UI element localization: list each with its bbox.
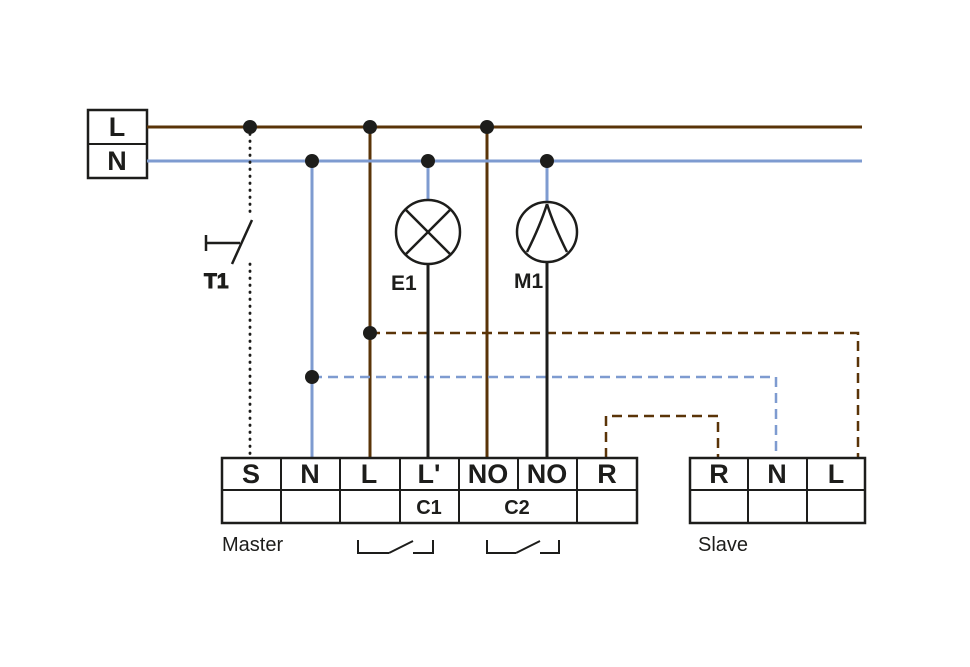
supply-n-label: N bbox=[107, 146, 127, 176]
fan-blade-right bbox=[545, 203, 569, 253]
slave-label: Slave bbox=[698, 534, 748, 556]
contact-blade bbox=[515, 540, 541, 554]
slave-terminal-L-label: L bbox=[828, 459, 845, 489]
slave-terminal-N-label: N bbox=[767, 459, 787, 489]
contact-lead-left bbox=[486, 540, 516, 554]
channel-c1-label: C1 bbox=[416, 497, 442, 519]
slave-terminal-block: R N L Slave bbox=[688, 456, 867, 556]
junction-dots bbox=[243, 120, 554, 384]
master-label: Master bbox=[222, 534, 283, 556]
junction-dot bbox=[305, 370, 319, 384]
terminal-L1-label: L' bbox=[418, 459, 441, 489]
blue-wires bbox=[147, 159, 862, 458]
switch-blade bbox=[230, 219, 254, 265]
terminal-NO1-label: NO bbox=[468, 459, 509, 489]
terminal-S-label: S bbox=[242, 459, 260, 489]
fan-blade-left bbox=[525, 203, 549, 253]
dashed-link-to-slave-L bbox=[370, 331, 860, 458]
relay-contact-c2 bbox=[486, 540, 560, 554]
lamp-e1: E1 bbox=[391, 198, 462, 295]
motor-m1: M1 bbox=[514, 200, 579, 293]
junction-dot bbox=[243, 120, 257, 134]
brown-wires bbox=[147, 125, 862, 458]
switch-t1: T1 bbox=[204, 132, 254, 460]
motor-symbol bbox=[515, 200, 579, 264]
relay-contact-c1 bbox=[357, 540, 434, 554]
junction-dot bbox=[421, 154, 435, 168]
contact-lead-left bbox=[357, 540, 389, 554]
slave-terminal-R-label: R bbox=[709, 459, 729, 489]
junction-dot bbox=[540, 154, 554, 168]
dashed-link-R-to-slave-R bbox=[604, 414, 720, 458]
contact-lead-right bbox=[413, 540, 434, 554]
load-conductors bbox=[426, 262, 549, 458]
channel-c2-label: C2 bbox=[504, 497, 530, 519]
dashed-link-to-slave-N bbox=[312, 375, 778, 458]
junction-dot bbox=[305, 154, 319, 168]
junction-dot bbox=[363, 326, 377, 340]
supply-box: L N bbox=[86, 108, 149, 180]
motor-label: M1 bbox=[514, 270, 543, 293]
junction-dot bbox=[480, 120, 494, 134]
master-terminal-block: S N L L' NO NO R C1 C2 Master bbox=[220, 456, 639, 556]
supply-l-label: L bbox=[109, 112, 126, 142]
contact-lead-right bbox=[540, 540, 560, 554]
lamp-cross-line-2 bbox=[404, 208, 452, 256]
terminal-NO2-label: NO bbox=[527, 459, 568, 489]
junction-dot bbox=[363, 120, 377, 134]
lamp-label: E1 bbox=[391, 272, 417, 295]
terminal-R-label: R bbox=[597, 459, 617, 489]
switch-label: T1 bbox=[204, 270, 229, 293]
contact-blade bbox=[388, 540, 414, 554]
terminal-N-label: N bbox=[300, 459, 320, 489]
terminal-L-label: L bbox=[361, 459, 378, 489]
